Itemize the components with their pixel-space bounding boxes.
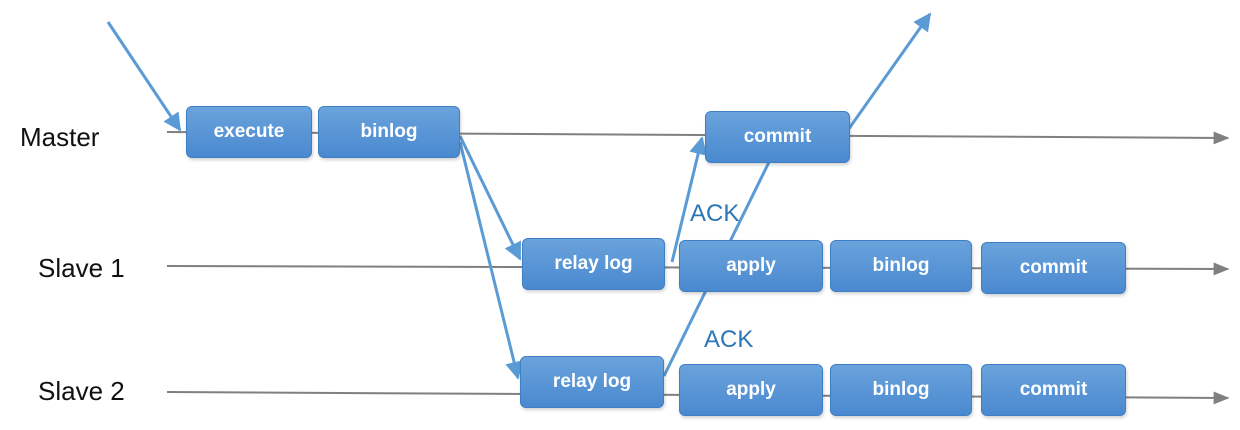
master-execute-box: execute [186, 106, 312, 158]
master-commit-box: commit [705, 111, 850, 163]
master-binlog-box: binlog [318, 106, 460, 158]
binlog-to-slave1-arrow [458, 135, 522, 261]
slave1-relay-log-box: relay log [522, 238, 665, 290]
slave1-apply-box: apply [679, 240, 823, 292]
binlog-to-slave2-arrow [458, 141, 523, 380]
ack-slave1-arrow [670, 136, 707, 263]
slave1-commit-box: commit [981, 242, 1126, 294]
lane-label-slave2: Slave 2 [38, 376, 125, 406]
incoming-request-arrow [106, 21, 182, 132]
lane-label-slave1: Slave 1 [38, 253, 125, 283]
slave1-binlog-box: binlog [830, 240, 972, 292]
ack-label-slave1: ACK [690, 200, 740, 227]
slave2-apply-box: apply [679, 364, 823, 416]
slave2-binlog-box: binlog [830, 364, 972, 416]
return-response-arrow [846, 12, 932, 131]
lane-label-master: Master [20, 122, 100, 152]
slave2-relay-log-box: relay log [520, 356, 664, 408]
slave2-commit-box: commit [981, 364, 1126, 416]
ack-label-slave2: ACK [704, 326, 754, 353]
